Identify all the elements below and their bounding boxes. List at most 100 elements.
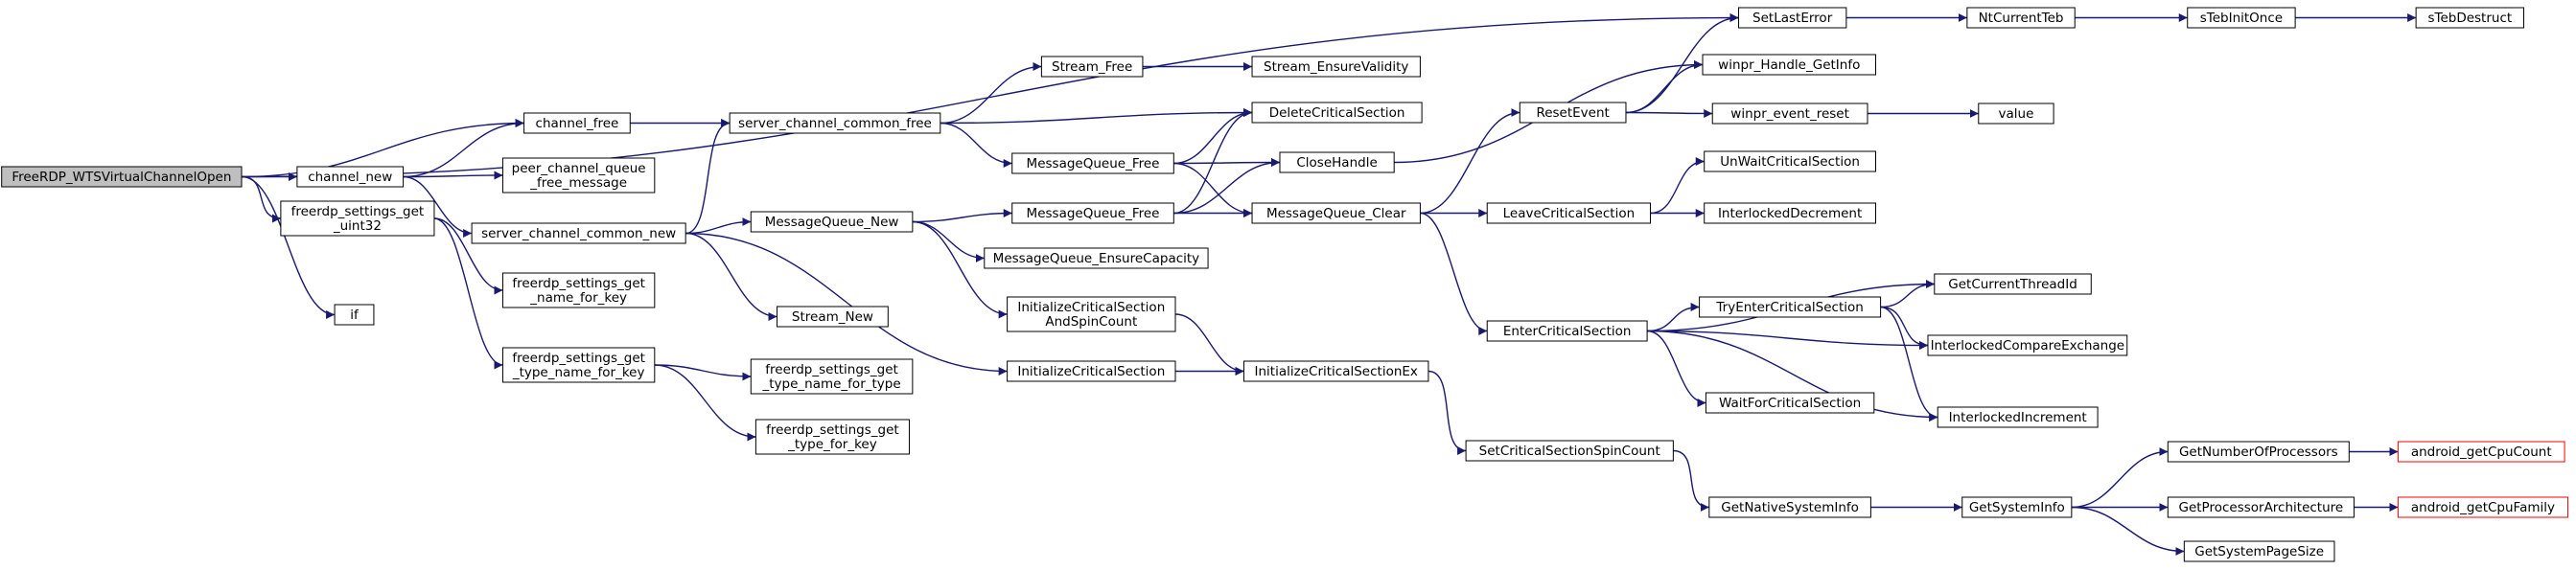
node-try-enter-critical-section[interactable]: TryEnterCriticalSection	[1699, 296, 1882, 318]
node-stream-new[interactable]: Stream_New	[777, 306, 889, 328]
node-delete-critical-section[interactable]: DeleteCriticalSection	[1251, 102, 1423, 124]
node-freerdp-settings-get-type-name-for-type[interactable]: freerdp_settings_get_type_name_for_type	[750, 358, 914, 395]
node-box	[750, 211, 914, 233]
node-server-channel-common-free[interactable]: server_channel_common_free	[729, 112, 941, 134]
edge-free-rdp-wtsvirtual-channel-open-to-channel-free	[242, 119, 524, 178]
node-box	[2167, 496, 2355, 518]
node-label: InitializeCriticalSectionEx	[1255, 364, 1418, 379]
node-box	[1702, 54, 1877, 76]
node-close-handle[interactable]: CloseHandle	[1279, 151, 1395, 173]
node-un-wait-critical-section[interactable]: UnWaitCriticalSection	[1704, 150, 1877, 172]
node-if[interactable]: if	[334, 304, 375, 326]
node-label: server_channel_common_free	[738, 116, 932, 131]
node-box	[2167, 441, 2350, 463]
node-get-current-thread-id[interactable]: GetCurrentThreadId	[1934, 273, 2092, 295]
node-label: android_getCpuFamily	[2411, 500, 2555, 515]
node-message-queue-new[interactable]: MessageQueue_New	[750, 211, 914, 233]
node-interlocked-decrement[interactable]: InterlockedDecrement	[1704, 202, 1877, 224]
node-box	[471, 222, 686, 244]
edge-server-channel-common-free-to-message-queue-free-a	[940, 122, 1012, 168]
node-get-native-system-info[interactable]: GetNativeSystemInfo	[1708, 496, 1871, 518]
node-label: if	[350, 308, 360, 323]
node-channel-free[interactable]: channel_free	[523, 112, 631, 134]
node-s-teb-init-once[interactable]: sTebInitOnce	[2187, 7, 2296, 29]
node-leave-critical-section[interactable]: LeaveCriticalSection	[1486, 202, 1652, 224]
node-box	[1708, 496, 1871, 518]
node-set-last-error[interactable]: SetLastError	[1737, 7, 1847, 29]
node-free-rdp-wtsvirtual-channel-open[interactable]: FreeRDP_WTSVirtualChannelOpen	[1, 166, 243, 188]
edge-message-queue-free-a-to-close-handle	[1173, 158, 1280, 168]
node-label: _free_message	[529, 175, 627, 191]
edge-initialize-critical-section-ex-to-set-critical-section-spin-count	[1427, 370, 1467, 455]
node-stream-ensure-validity[interactable]: Stream_EnsureValidity	[1251, 56, 1421, 78]
node-box	[1251, 102, 1423, 124]
node-label: MessageQueue_Clear	[1266, 206, 1406, 221]
node-value[interactable]: value	[1978, 103, 2054, 125]
node-message-queue-ensure-capacity[interactable]: MessageQueue_EnsureCapacity	[984, 247, 1209, 269]
node-box	[2397, 441, 2565, 463]
node-winpr-handle-get-info[interactable]: winpr_Handle_GetInfo	[1702, 54, 1877, 76]
node-label: GetNativeSystemInfo	[1721, 500, 1859, 515]
edges-layer	[241, 13, 2417, 556]
node-label: _type_for_key	[787, 437, 877, 452]
node-get-number-of-processors[interactable]: GetNumberOfProcessors	[2167, 441, 2350, 463]
node-label: _type_name_for_key	[512, 365, 645, 380]
node-box	[1927, 334, 2128, 356]
node-label: CloseHandle	[1296, 155, 1377, 171]
node-android-get-cpu-family[interactable]: android_getCpuFamily	[2397, 496, 2568, 518]
node-server-channel-common-new[interactable]: server_channel_common_new	[471, 222, 686, 244]
edge-server-channel-common-free-to-stream-free	[940, 62, 1042, 125]
node-message-queue-free-a[interactable]: MessageQueue_Free	[1011, 152, 1174, 174]
node-box	[1251, 56, 1421, 78]
node-reset-event[interactable]: ResetEvent	[1519, 102, 1627, 124]
node-nt-current-teb[interactable]: NtCurrentTeb	[1966, 7, 2076, 29]
node-label: _type_name_for_type	[761, 376, 900, 392]
node-label: MessageQueue_Free	[1027, 156, 1160, 171]
node-box	[280, 200, 435, 237]
node-initialize-critical-section[interactable]: InitializeCriticalSection	[1007, 360, 1176, 382]
node-get-system-info[interactable]: GetSystemInfo	[1961, 496, 2073, 518]
edge-server-channel-common-new-to-stream-new	[685, 232, 777, 321]
node-stream-free[interactable]: Stream_Free	[1040, 56, 1144, 78]
node-freerdp-settings-get-type-name-for-key[interactable]: freerdp_settings_get_type_name_for_key	[501, 347, 656, 383]
node-label: UnWaitCriticalSection	[1720, 154, 1860, 170]
node-android-get-cpu-count[interactable]: android_getCpuCount	[2397, 441, 2565, 463]
node-label: GetCurrentThreadId	[1948, 277, 2077, 292]
node-label: GetProcessorArchitecture	[2178, 500, 2343, 515]
node-box	[1978, 103, 2054, 125]
node-box	[1704, 202, 1877, 224]
node-freerdp-settings-get-uint32[interactable]: freerdp_settings_get_uint32	[280, 200, 435, 237]
node-channel-new[interactable]: channel_new	[296, 166, 405, 188]
node-interlocked-compare-exchange[interactable]: InterlockedCompareExchange	[1927, 334, 2128, 356]
node-box	[1465, 440, 1674, 462]
node-label: FreeRDP_WTSVirtualChannelOpen	[12, 170, 231, 185]
edge-enter-critical-section-to-interlocked-increment	[1647, 330, 1938, 422]
node-freerdp-settings-get-type-for-key[interactable]: freerdp_settings_get_type_for_key	[754, 419, 910, 455]
node-get-processor-architecture[interactable]: GetProcessorArchitecture	[2167, 496, 2355, 518]
node-wait-for-critical-section[interactable]: WaitForCriticalSection	[1705, 392, 1875, 414]
node-interlocked-increment[interactable]: InterlockedIncrement	[1937, 406, 2099, 428]
node-box	[2183, 540, 2335, 562]
node-initialize-critical-section-ex[interactable]: InitializeCriticalSectionEx	[1243, 360, 1429, 382]
node-freerdp-settings-get-name-for-key[interactable]: freerdp_settings_get_name_for_key	[501, 272, 656, 308]
node-message-queue-clear[interactable]: MessageQueue_Clear	[1251, 202, 1421, 224]
node-message-queue-free-b[interactable]: MessageQueue_Free	[1011, 202, 1174, 224]
node-label: TryEnterCriticalSection	[1715, 300, 1863, 315]
node-label: WaitForCriticalSection	[1719, 396, 1861, 411]
node-box	[523, 112, 631, 134]
edge-message-queue-new-to-message-queue-ensure-capacity	[912, 220, 985, 262]
node-s-teb-destruct[interactable]: sTebDestruct	[2415, 7, 2525, 29]
node-box	[1737, 7, 1847, 29]
node-set-critical-section-spin-count[interactable]: SetCriticalSectionSpinCount	[1465, 440, 1674, 462]
node-label: SetCriticalSectionSpinCount	[1479, 444, 1660, 459]
node-box	[1, 166, 243, 188]
node-winpr-event-reset[interactable]: winpr_event_reset	[1711, 103, 1868, 125]
node-box	[1011, 202, 1174, 224]
node-enter-critical-section[interactable]: EnterCriticalSection	[1486, 320, 1648, 342]
node-box	[501, 347, 656, 383]
edge-freerdp-settings-get-type-name-for-key-to-freerdp-settings-get-type-name-for-type	[654, 364, 752, 381]
edge-try-enter-critical-section-to-interlocked-increment	[1880, 306, 1938, 422]
node-peer-channel-queue-free-message[interactable]: peer_channel_queue_free_message	[501, 157, 656, 194]
node-get-system-page-size[interactable]: GetSystemPageSize	[2183, 540, 2335, 562]
